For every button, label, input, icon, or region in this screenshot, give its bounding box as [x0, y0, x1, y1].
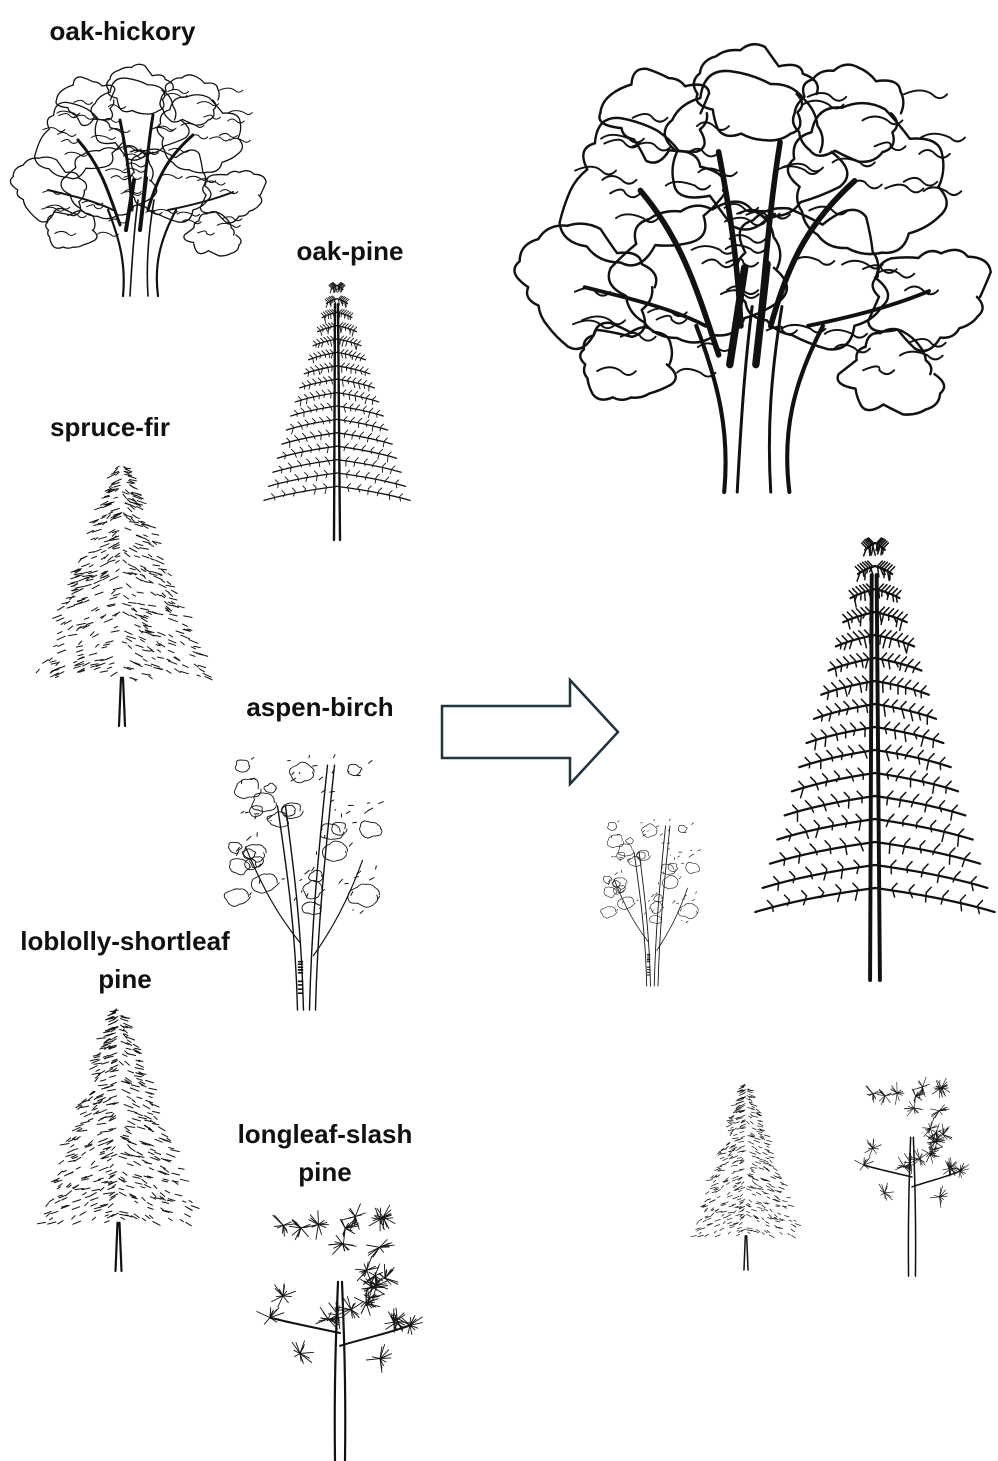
label-loblolly-shortleaf-pine: loblolly-shortleaf pine — [0, 922, 250, 998]
small-longleaf-pine-tree-icon — [850, 1078, 974, 1276]
label-loblolly-line2: pine — [0, 960, 250, 998]
label-longleaf-line2: pine — [225, 1153, 425, 1191]
label-loblolly-line1: loblolly-shortleaf — [0, 922, 250, 960]
small-aspen-birch-tree-icon — [598, 808, 708, 986]
large-pine-tree-icon — [752, 520, 998, 980]
oak-hickory-tree-icon — [8, 60, 270, 296]
large-oak-hickory-tree-icon — [510, 36, 998, 492]
arrow-shape — [442, 680, 618, 784]
spruce-fir-tree-icon — [32, 458, 212, 726]
label-longleaf-line1: longleaf-slash — [225, 1115, 425, 1153]
label-spruce-fir: spruce-fir — [10, 408, 210, 446]
label-oak-pine: oak-pine — [255, 232, 445, 270]
loblolly-shortleaf-pine-tree-icon — [36, 1003, 201, 1271]
longleaf-slash-pine-tree-icon — [250, 1205, 430, 1461]
small-loblolly-pine-tree-icon — [690, 1080, 802, 1270]
label-oak-hickory: oak-hickory — [0, 12, 245, 50]
oak-pine-tree-icon — [262, 272, 412, 540]
aspen-birch-tree-icon — [220, 738, 395, 1010]
label-aspen-birch: aspen-birch — [215, 688, 425, 726]
transition-arrow-icon — [436, 676, 624, 788]
label-longleaf-slash-pine: longleaf-slash pine — [225, 1115, 425, 1191]
